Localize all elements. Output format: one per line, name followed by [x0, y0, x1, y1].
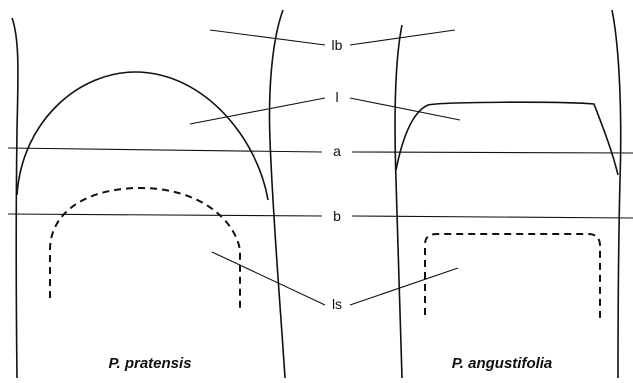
panel-angustifolia	[394, 9, 622, 379]
leader-l-left	[189, 97, 326, 125]
line-a-right	[351, 151, 633, 154]
label-b: b	[333, 208, 341, 224]
species-right: P. angustifolia	[452, 355, 553, 372]
angustifolia-ligule-outline	[395, 101, 619, 176]
label-a: a	[333, 143, 341, 159]
leader-ls-left	[211, 251, 326, 306]
label-l: l	[335, 89, 338, 105]
species-left: P. pratensis	[108, 355, 191, 372]
line-b-left	[7, 213, 323, 217]
leader-lb-left	[209, 29, 326, 46]
label-lb: lb	[332, 37, 343, 53]
line-b-right	[351, 215, 633, 219]
angustifolia-sheath-left-edge	[394, 24, 403, 379]
pratensis-sheath-left-edge	[11, 17, 19, 379]
pratensis-sheath-right-edge	[268, 9, 286, 379]
pratensis-ligule-scar	[49, 186, 241, 312]
pratensis-ligule-outline	[16, 71, 269, 201]
label-ls: ls	[332, 296, 342, 312]
angustifolia-ligule-scar	[424, 233, 601, 318]
line-a-left	[7, 147, 323, 153]
leader-l-right	[349, 97, 461, 121]
leader-ls-right	[349, 267, 459, 306]
panel-pratensis	[11, 9, 286, 379]
angustifolia-sheath-right-edge	[611, 9, 622, 379]
leader-lb-right	[349, 29, 456, 46]
